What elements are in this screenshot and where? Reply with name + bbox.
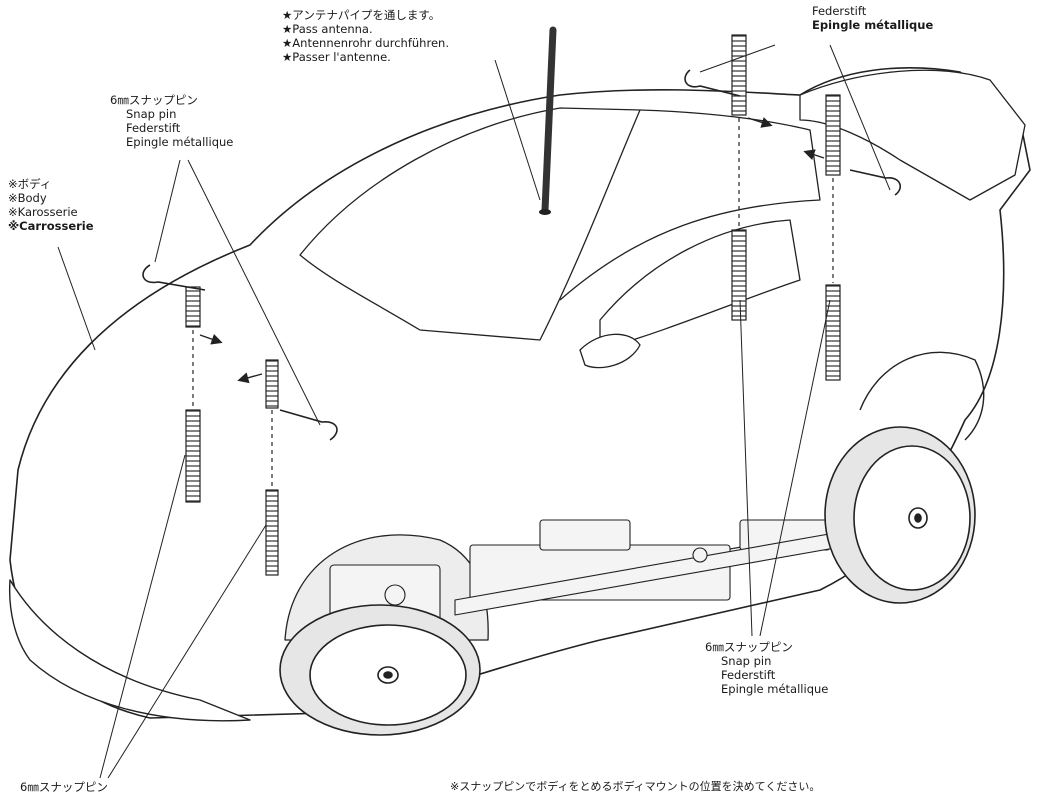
roof-line <box>559 109 821 301</box>
snap-pin-front-line-3: Federstift <box>126 121 181 135</box>
body-post-icon <box>825 284 841 381</box>
body-post-icon <box>825 94 841 176</box>
snap-pin-side-line-1: 6㎜スナップピン <box>705 640 793 654</box>
body-post-icon <box>185 409 201 503</box>
snap-pin-bottom-label: 6㎜スナップピン <box>20 780 108 794</box>
side-window <box>599 219 801 351</box>
body-post-icon <box>185 286 201 328</box>
body-posts-rear <box>731 34 841 381</box>
snap-pin-side-label: 6㎜スナップピン Snap pin Federstift Epingle mét… <box>705 640 828 696</box>
antenna-note-line-2: ★Pass antenna. <box>282 22 373 36</box>
snap-pins <box>142 69 902 441</box>
body-label-line-3: ※Karosserie <box>8 205 78 219</box>
body-post-icon <box>731 34 747 116</box>
snap-pin-front-line-2: Snap pin <box>126 107 177 121</box>
bottom-note: ※スナップピンでボディをとめるボディマウントの位置を決めてください。 <box>450 780 820 794</box>
windshield <box>299 107 641 341</box>
rear-fender <box>859 351 985 441</box>
antenna-note-line-4: ★Passer l'antenne. <box>282 50 391 64</box>
bottom-note-line-1: ※スナップピンでボディをとめるボディマウントの位置を決めてください。 <box>450 780 821 793</box>
side-mirror <box>579 333 641 369</box>
body-label-line-2: ※Body <box>8 191 47 205</box>
antenna-note-line-1: ★アンテナパイプを通します。 <box>282 8 441 22</box>
antenna-pipe <box>539 26 557 215</box>
body-label-line-1: ※ボディ <box>8 177 52 191</box>
body-label-line-4: ※Carrosserie <box>8 219 94 233</box>
snap-pin-front-line-4: Epingle métallique <box>126 135 234 149</box>
snap-pin-icon <box>279 409 338 441</box>
body-post-icon <box>265 489 279 576</box>
snap-pin-rear-line-1: Federstift <box>812 4 867 18</box>
snap-pin-icon <box>684 69 741 97</box>
snap-pin-side-line-2: Snap pin <box>721 654 772 668</box>
front-bumper <box>8 579 251 722</box>
snap-pin-side-line-3: Federstift <box>721 668 776 682</box>
snap-pin-rear-line-2: Epingle métallique <box>812 18 934 32</box>
snap-pin-rear-label: Federstift Epingle métallique <box>812 4 933 32</box>
front-wheel <box>279 604 481 736</box>
body-post-icon <box>731 229 747 321</box>
body-label: ※ボディ ※Body ※Karosserie ※Carrosserie <box>8 177 94 233</box>
body-post-icon <box>265 359 279 409</box>
arrow-icon <box>237 372 263 384</box>
snap-pin-front-label: 6㎜スナップピン Snap pin Federstift Epingle mét… <box>110 93 233 149</box>
snap-pin-side-line-4: Epingle métallique <box>721 682 829 696</box>
rear-wheel <box>824 426 976 604</box>
car-body <box>8 67 1031 722</box>
leader-lines <box>57 44 891 779</box>
antenna-note-line-3: ★Antennenrohr durchführen. <box>282 36 449 50</box>
arrow-icon <box>747 117 773 128</box>
arrows <box>199 117 825 384</box>
body-posts-front <box>185 286 279 576</box>
arrow-icon <box>803 149 825 160</box>
snap-pin-front-line-1: 6㎜スナップピン <box>110 93 198 107</box>
arrow-icon <box>199 333 223 345</box>
snap-pin-icon <box>849 169 902 196</box>
antenna-note: ★アンテナパイプを通します。 ★Pass antenna. ★Antennenr… <box>282 8 449 64</box>
snap-pin-icon <box>142 264 206 291</box>
snap-pin-bottom-line-1: 6㎜スナップピン <box>20 780 108 794</box>
